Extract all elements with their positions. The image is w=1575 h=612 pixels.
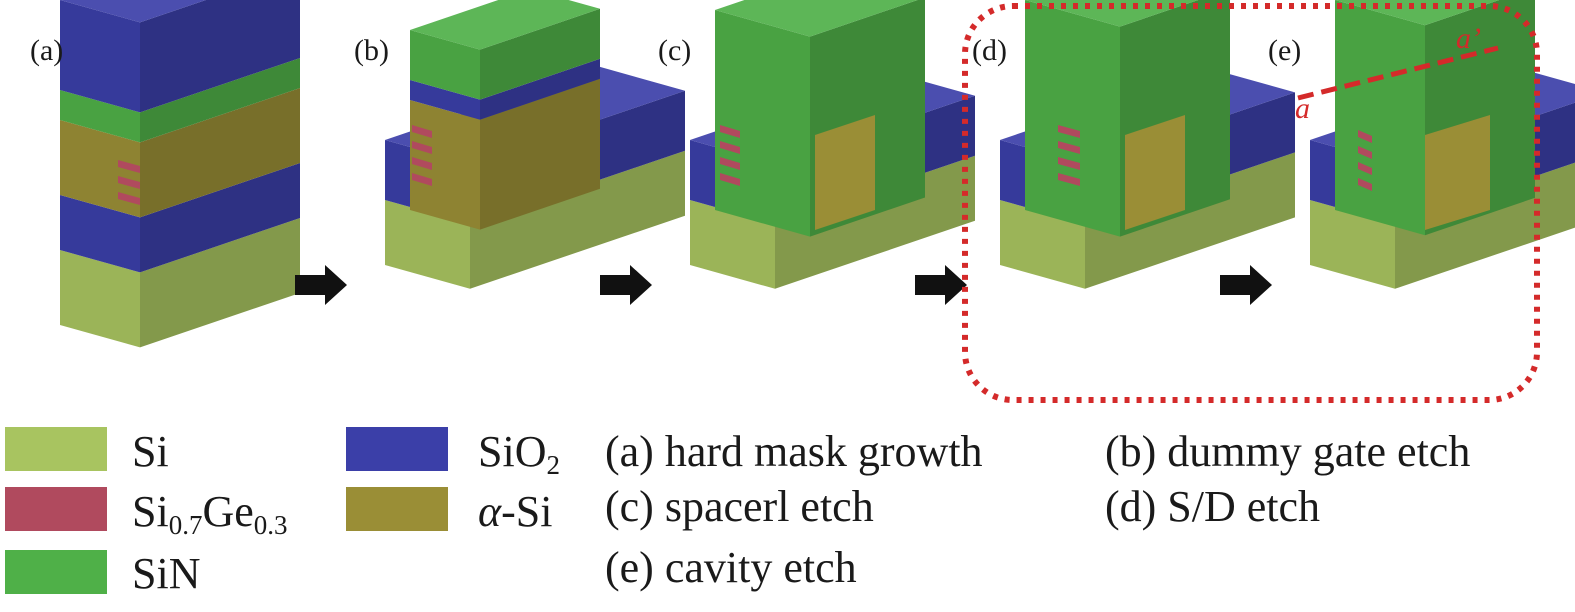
sige-stripe: [412, 125, 432, 138]
legend-asi-alpha: α: [478, 487, 502, 536]
legend-swatch-sin: [5, 550, 107, 594]
cut-line-a-a-prime: [1297, 45, 1499, 101]
panel-b-device: [385, 0, 685, 289]
panels-layer: [60, 0, 1575, 348]
sige-stripe: [1358, 178, 1372, 191]
sin-cap-front: [410, 30, 480, 100]
sige-stripe: [412, 157, 432, 170]
caption-c: (c) spacerl etch: [605, 482, 874, 531]
panel-e-device: [1310, 0, 1575, 289]
sin-spacer-front: [1335, 0, 1425, 236]
sige-stripe: [118, 160, 140, 173]
caption-e: (e) cavity etch: [605, 543, 857, 592]
caption-b: (b) dummy gate etch: [1105, 427, 1470, 476]
legend-sige-part-2: Ge: [202, 487, 253, 536]
sige-stripe: [1358, 146, 1372, 159]
captions: (a) hard mask growth (b) dummy gate etch…: [605, 427, 1470, 592]
sin-layer-front: [60, 90, 140, 143]
legend-label-sio2: SiO2: [478, 427, 560, 480]
si-substrate-side: [470, 150, 685, 289]
sin-spacer-top: [1025, 0, 1199, 27]
sige-stripe: [720, 141, 740, 154]
legend-sio2-sub: 2: [546, 450, 560, 480]
arrows-layer: [295, 265, 1272, 305]
cut-label-end: a’: [1456, 22, 1481, 55]
legend-swatch-si: [5, 427, 107, 471]
sige-stripe: [1058, 157, 1080, 170]
sio2-cap-front: [410, 80, 480, 120]
si-substrate-front: [1000, 200, 1085, 289]
legend-swatch-sige: [5, 487, 107, 531]
sio2-layer-side: [140, 163, 300, 273]
sin-cap-side: [480, 8, 600, 100]
si-substrate-side: [140, 218, 300, 348]
asi-gate-side: [480, 78, 600, 230]
legend-label-si: Si: [132, 427, 169, 476]
caption-d: (d) S/D etch: [1105, 482, 1320, 531]
caption-a: (a) hard mask growth: [605, 427, 983, 476]
sio2-hardmask-top: [60, 0, 206, 23]
sio2-hardmask-front: [60, 0, 140, 113]
asi-window: [815, 115, 875, 230]
cut-label-start: a: [1295, 92, 1310, 125]
sige-stripe: [1058, 173, 1080, 186]
sige-stripe: [1058, 141, 1080, 154]
legend-sige-sub-1: 0.7: [169, 510, 203, 540]
panel-a-device: [60, 0, 300, 348]
sige-stripe: [118, 192, 140, 205]
step-arrow-1: [295, 265, 347, 305]
sige-stripe: [1358, 162, 1372, 175]
legend-label-sin: SiN: [132, 549, 200, 598]
highlight-dashed-box: [962, 3, 1540, 403]
sin-spacer-front: [715, 10, 810, 237]
legend-asi-rest: -Si: [501, 487, 552, 536]
sige-stripe: [1358, 130, 1372, 143]
sio2-cap-side: [480, 58, 600, 120]
panel-label-c: (c): [658, 34, 691, 67]
legend-sige-sub-2: 0.3: [254, 510, 288, 540]
asi-layer-side: [140, 88, 300, 218]
sige-stripe: [118, 176, 140, 189]
panel-label-a: (a): [30, 34, 63, 67]
step-arrow-4: [1220, 265, 1272, 305]
si-substrate-side: [1085, 152, 1295, 289]
sige-stripe: [1058, 125, 1080, 138]
legend-label-sige: Si0.7Ge0.3: [132, 487, 288, 540]
sio2-hardmask-side: [140, 0, 300, 113]
sio2-layer-front: [60, 195, 140, 273]
sige-stripe: [720, 173, 740, 186]
legend-swatch-asi: [346, 487, 448, 531]
panel-label-b: (b): [354, 34, 389, 67]
si-substrate-front: [60, 250, 140, 348]
sin-spacer-top: [715, 0, 918, 37]
panel-label-d: (d): [972, 34, 1007, 67]
sin-cap-top: [410, 0, 600, 50]
legend-si-part: Si: [132, 427, 169, 476]
legend-sin-part: SiN: [132, 549, 200, 598]
legend-label-asi: α-Si: [478, 487, 552, 536]
si-substrate-front: [690, 200, 775, 289]
step-arrow-2: [600, 265, 652, 305]
step-arrow-3: [915, 265, 967, 305]
si-substrate-front: [1310, 200, 1395, 289]
sige-stripe: [412, 173, 432, 186]
legend-swatch-sio2: [346, 427, 448, 471]
asi-window: [1125, 115, 1185, 230]
legend-sio2-part: SiO: [478, 427, 546, 476]
sige-stripe: [720, 157, 740, 170]
sin-spacer-front: [1025, 0, 1120, 237]
panel-c-device: [690, 0, 975, 289]
si-substrate-front: [385, 200, 470, 289]
panel-d-device: [1000, 0, 1295, 289]
legend: Si Si0.7Ge0.3 SiN SiO2 α-Si: [5, 427, 560, 598]
asi-window: [1425, 115, 1490, 230]
sige-stripe: [720, 125, 740, 138]
sige-stripe: [412, 141, 432, 154]
sin-layer-side: [140, 58, 300, 143]
panel-label-e: (e): [1268, 34, 1301, 67]
legend-sige-part-1: Si: [132, 487, 169, 536]
